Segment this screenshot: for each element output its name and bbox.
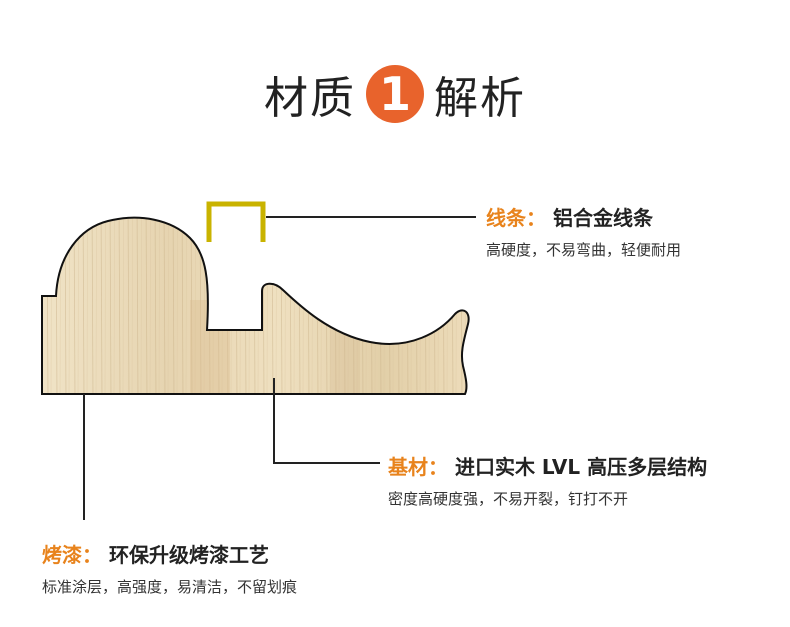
strip-value: 铝合金线条 [552, 206, 653, 230]
paint-key: 烤漆： [42, 543, 102, 567]
title-left: 材质 [264, 73, 356, 124]
base-leader-line [273, 378, 380, 464]
base-value: 进口实木 LVL 高压多层结构 [454, 455, 708, 479]
callout-base: 基材： 进口实木 LVL 高压多层结构 密度高硬度强，不易开裂，钉打不开 [388, 451, 707, 509]
aluminum-strip-icon [206, 201, 266, 242]
paint-description: 标准涂层，高强度，易清洁，不留划痕 [42, 578, 298, 596]
paint-value: 环保升级烤漆工艺 [108, 543, 269, 567]
base-description: 密度高硬度强，不易开裂，钉打不开 [388, 490, 629, 508]
title-number-badge: 1 [366, 65, 424, 123]
callout-paint: 烤漆： 环保升级烤漆工艺 标准涂层，高强度，易清洁，不留划痕 [42, 539, 297, 597]
page-title: 材质 1 解析 [0, 62, 790, 126]
wood-profile [41, 216, 470, 395]
base-key: 基材： [388, 455, 448, 479]
title-right: 解析 [434, 73, 526, 124]
strip-description: 高硬度，不易弯曲，轻便耐用 [486, 241, 682, 259]
callout-strip: 线条： 铝合金线条 高硬度，不易弯曲，轻便耐用 [486, 202, 681, 260]
strip-key: 线条： [486, 206, 546, 230]
